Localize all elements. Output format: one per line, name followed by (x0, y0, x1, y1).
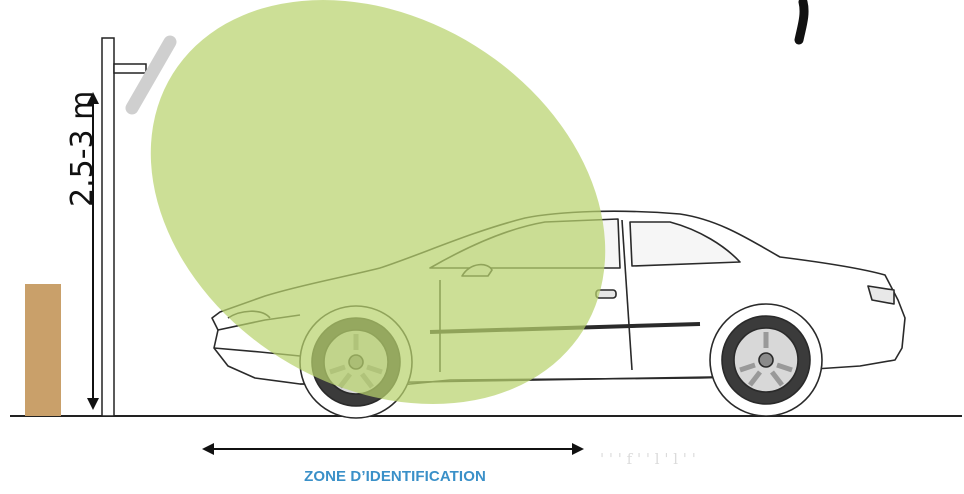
zone-label: ZONE D’IDENTIFICATION (304, 468, 486, 485)
pole-icon (101, 37, 147, 417)
height-dimension-arrow (87, 92, 99, 410)
detection-zone (150, 0, 606, 404)
height-label: 2.5-3 m (65, 90, 100, 207)
camera-icon (125, 35, 177, 115)
bollard-icon (25, 284, 61, 416)
cable-icon (794, 0, 809, 45)
faded-text: ' ' ' f ' ' l ' l ' ' (600, 450, 696, 468)
zone-arrow (202, 443, 584, 455)
